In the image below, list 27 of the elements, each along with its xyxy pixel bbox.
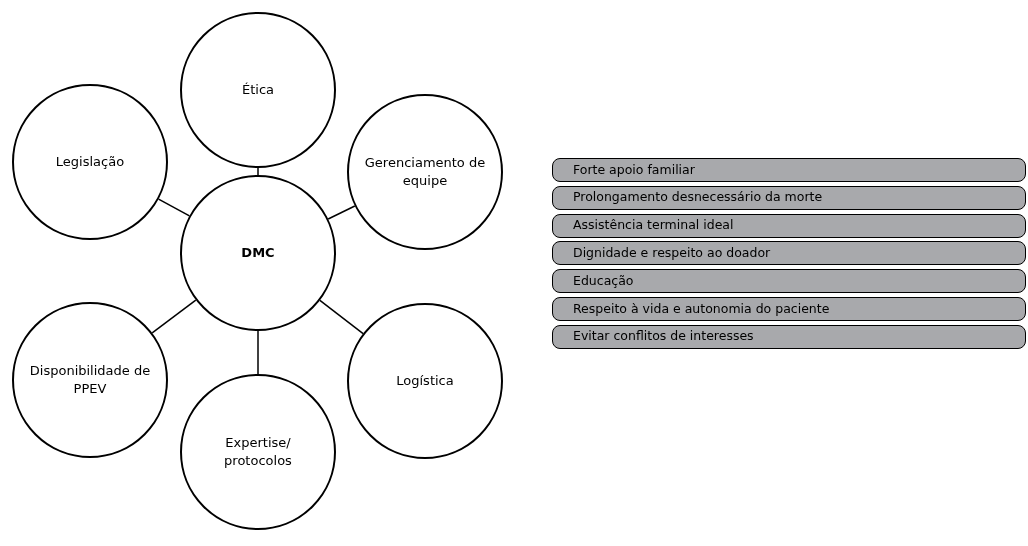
factor-bar	[552, 213, 1026, 238]
connector-line	[327, 205, 356, 220]
factor-label: Assistência terminal ideal	[573, 216, 734, 235]
node-label: DMC	[241, 244, 275, 262]
factor-bar	[552, 241, 1026, 266]
node-label: Expertise/ protocolos	[223, 434, 293, 470]
node-label: Disponibilidade de PPEV	[28, 362, 152, 398]
factor-bar	[552, 185, 1026, 210]
node-label: Gerenciamento de equipe	[363, 154, 487, 190]
factor-bar	[552, 158, 1026, 182]
node-label: Ética	[241, 81, 274, 99]
connector-line	[151, 299, 197, 334]
factor-label: Educação	[573, 271, 634, 290]
factor-bar	[552, 324, 1026, 349]
node-label: Logística	[396, 372, 454, 390]
factor-label: Prolongamento desnecessário da morte	[573, 188, 823, 207]
connector-line	[257, 167, 259, 176]
node-label: Legislação	[55, 153, 125, 171]
factor-label: Forte apoio familiar	[573, 160, 695, 179]
factor-label: Respeito à vida e autonomia do paciente	[573, 299, 830, 318]
factor-label: Dignidade e respeito ao doador	[573, 244, 771, 262]
factor-bar	[552, 297, 1026, 321]
connector-line	[319, 299, 364, 335]
factor-bar	[552, 269, 1026, 294]
connector-line	[157, 198, 191, 217]
connector-line	[257, 330, 259, 375]
factor-label: Evitar conflitos de interesses	[573, 327, 754, 346]
